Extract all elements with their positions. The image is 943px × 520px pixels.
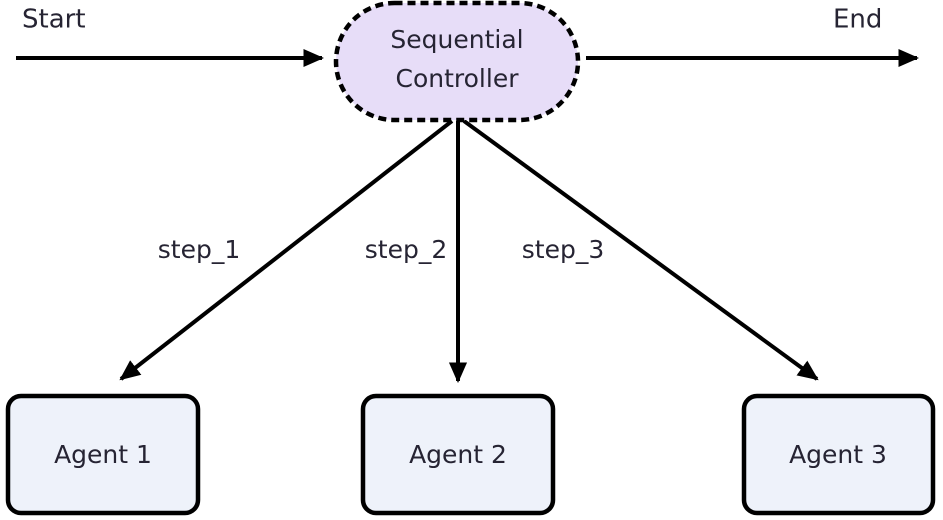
node-sequential-controller[interactable]: Sequential Controller xyxy=(333,0,581,123)
node-agent-2[interactable]: Agent 2 xyxy=(360,393,556,516)
node-agent-3[interactable]: Agent 3 xyxy=(741,393,936,516)
controller-label-line-2: Controller xyxy=(396,64,520,93)
controller-shape xyxy=(333,0,581,123)
agent-1-shape xyxy=(5,393,201,516)
agent-3-label: Agent 3 xyxy=(789,440,887,469)
agent-3-shape xyxy=(741,393,936,516)
edge-controller-to-agent-3 xyxy=(462,119,819,381)
terminal-labels-layer: Start End xyxy=(22,5,882,35)
edge-labels-layer: step_1 step_2 step_3 xyxy=(158,235,604,264)
end-label: End xyxy=(833,5,882,35)
edge-label-step-2: step_2 xyxy=(365,235,447,264)
start-label: Start xyxy=(22,5,86,35)
controller-label-line-1: Sequential xyxy=(390,25,523,54)
agent-2-shape xyxy=(360,393,556,516)
edge-label-step-1: step_1 xyxy=(158,235,240,264)
edges-layer xyxy=(16,48,920,384)
node-agent-1[interactable]: Agent 1 xyxy=(5,393,201,516)
agent-2-label: Agent 2 xyxy=(409,440,507,469)
agent-1-label: Agent 1 xyxy=(54,440,152,469)
edge-controller-to-agent-1 xyxy=(119,119,454,381)
edge-label-step-3: step_3 xyxy=(522,235,604,264)
